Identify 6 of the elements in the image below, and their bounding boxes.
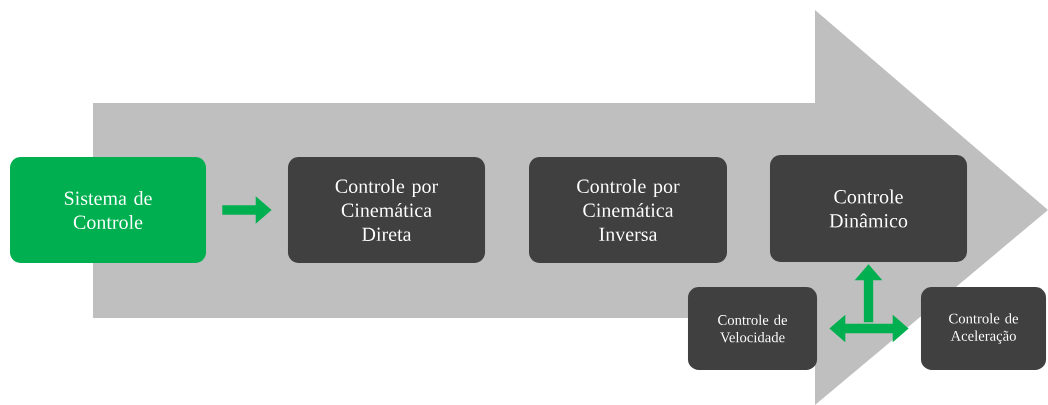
process-box: Controle Dinâmico — [769, 155, 968, 262]
process-box: Controle de Velocidade — [688, 287, 818, 370]
process-box: Sistema de Controle — [10, 157, 206, 263]
process-box: Controle por Cinemática Inversa — [529, 157, 727, 263]
process-box: Controle por Cinemática Direta — [288, 157, 486, 263]
process-box: Controle de Aceleração — [920, 287, 1047, 370]
